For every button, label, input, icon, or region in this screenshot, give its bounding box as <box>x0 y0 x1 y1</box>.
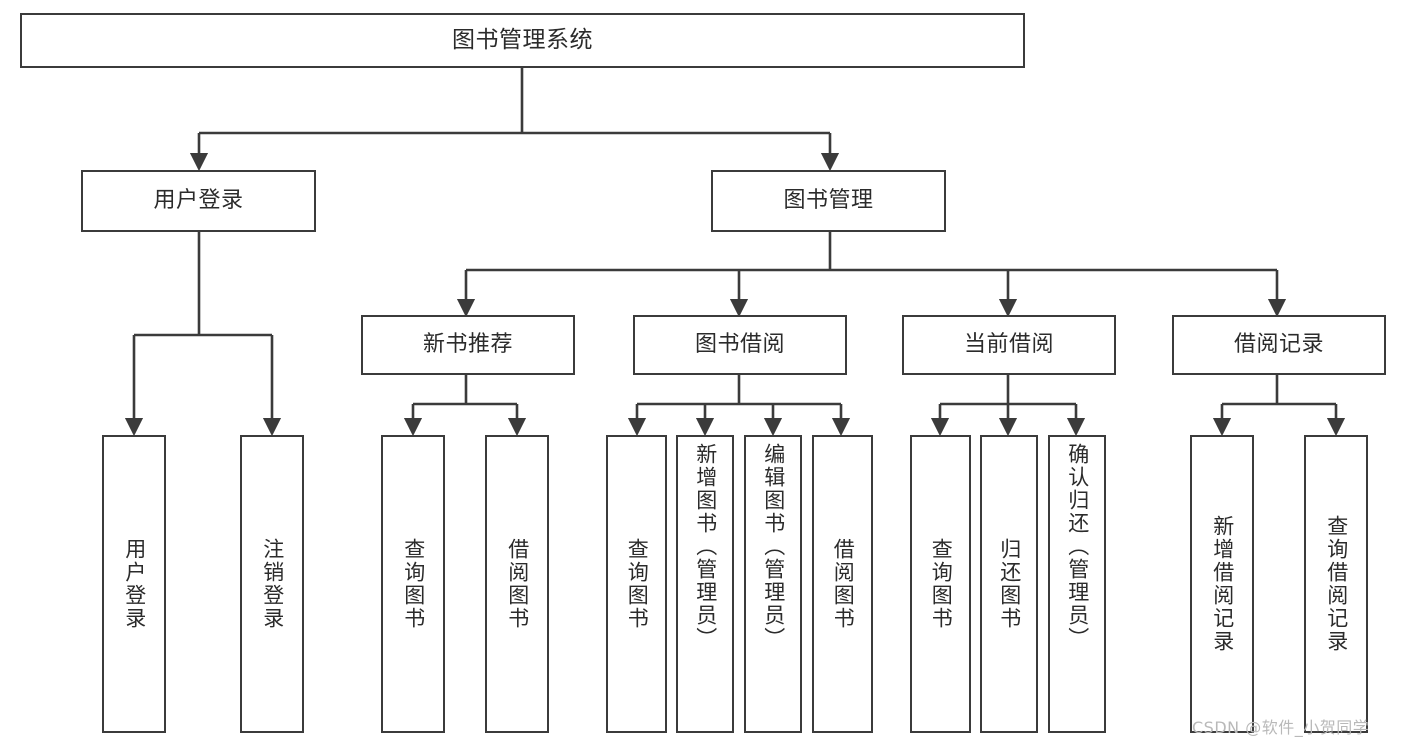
leaf-add-borrow-record[interactable]: 新增借阅记录 <box>1190 435 1254 733</box>
leaf-query-book-current[interactable]: 查询图书 <box>910 435 971 733</box>
node-label: 新增图书（管理员） <box>693 443 718 650</box>
leaf-return-book[interactable]: 归还图书 <box>980 435 1038 733</box>
node-root-book-management-system[interactable]: 图书管理系统 <box>20 13 1025 68</box>
node-label: 借阅图书 <box>505 538 530 630</box>
node-current-borrow[interactable]: 当前借阅 <box>902 315 1116 375</box>
node-new-book-recommendation[interactable]: 新书推荐 <box>361 315 575 375</box>
node-label: 用户登录 <box>153 188 244 214</box>
leaf-confirm-return-admin[interactable]: 确认归还（管理员） <box>1048 435 1106 733</box>
node-label: 借阅记录 <box>1233 332 1324 358</box>
node-label: 图书借阅 <box>694 332 785 358</box>
leaf-user-logout[interactable]: 注销登录 <box>240 435 304 733</box>
node-book-management[interactable]: 图书管理 <box>711 170 946 232</box>
csdn-watermark: CSDN @软件_小贺同学 <box>1192 718 1370 737</box>
node-label: 当前借阅 <box>963 332 1054 358</box>
node-label: 用户登录 <box>122 538 147 630</box>
node-label: 查询图书 <box>401 538 426 630</box>
node-label: 图书管理系统 <box>452 26 593 53</box>
node-label: 图书管理 <box>783 188 874 214</box>
leaf-user-login[interactable]: 用户登录 <box>102 435 166 733</box>
node-label: 查询图书 <box>929 538 954 630</box>
node-label: 查询图书 <box>625 538 650 630</box>
leaf-borrow-book-recommendation[interactable]: 借阅图书 <box>485 435 549 733</box>
node-user-login[interactable]: 用户登录 <box>81 170 316 232</box>
node-label: 确认归还（管理员） <box>1065 443 1090 650</box>
leaf-borrow-book[interactable]: 借阅图书 <box>812 435 873 733</box>
node-book-borrow[interactable]: 图书借阅 <box>633 315 847 375</box>
leaf-add-book-admin[interactable]: 新增图书（管理员） <box>676 435 734 733</box>
node-label: 借阅图书 <box>831 538 856 630</box>
node-label: 注销登录 <box>260 538 285 630</box>
leaf-query-book-borrow[interactable]: 查询图书 <box>606 435 667 733</box>
node-label: 归还图书 <box>997 538 1022 630</box>
leaf-edit-book-admin[interactable]: 编辑图书（管理员） <box>744 435 802 733</box>
node-label: 新书推荐 <box>422 332 513 358</box>
node-label: 编辑图书（管理员） <box>761 443 786 650</box>
node-label: 查询借阅记录 <box>1324 515 1349 653</box>
leaf-query-borrow-record[interactable]: 查询借阅记录 <box>1304 435 1368 733</box>
node-label: 新增借阅记录 <box>1210 515 1235 653</box>
node-borrow-record[interactable]: 借阅记录 <box>1172 315 1386 375</box>
leaf-query-book-recommendation[interactable]: 查询图书 <box>381 435 445 733</box>
